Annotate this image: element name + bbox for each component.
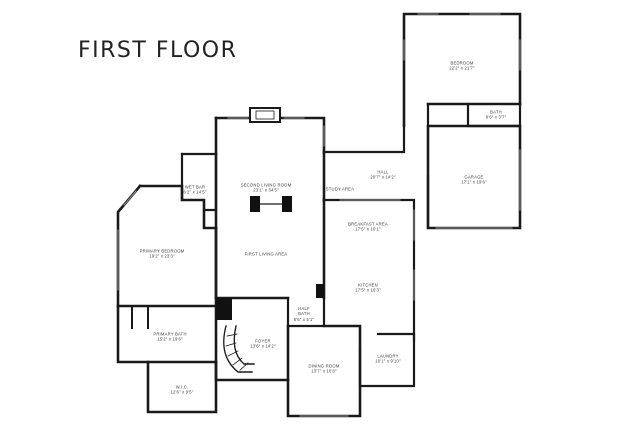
room-label-wic: W.I.C.12'6" x 9'5": [170, 384, 194, 395]
primary-bedroom-walls: [116, 184, 218, 308]
fireplace: [249, 107, 281, 123]
central-walls: [214, 150, 326, 300]
island-block: [282, 196, 292, 212]
hall-walls: [322, 124, 430, 342]
wall-block: [316, 284, 324, 298]
dining-walls: [286, 324, 362, 418]
primary-bath-walls: [116, 304, 218, 364]
room-label-first-living: FIRST LIVING AREA: [244, 251, 288, 257]
floor-title: FIRST FLOOR: [78, 38, 238, 63]
wet-bar-walls: [180, 152, 218, 212]
bedroom-walls: [402, 12, 522, 128]
wall-block: [216, 298, 232, 320]
room-label-study: STUDY AREA: [325, 186, 355, 192]
wic-walls: [146, 360, 218, 414]
half-bath-walls: [286, 296, 326, 328]
island-block: [250, 196, 260, 212]
bedroom-windows: [403, 13, 521, 71]
second-living-walls: [214, 116, 326, 156]
staircase: [223, 325, 255, 373]
